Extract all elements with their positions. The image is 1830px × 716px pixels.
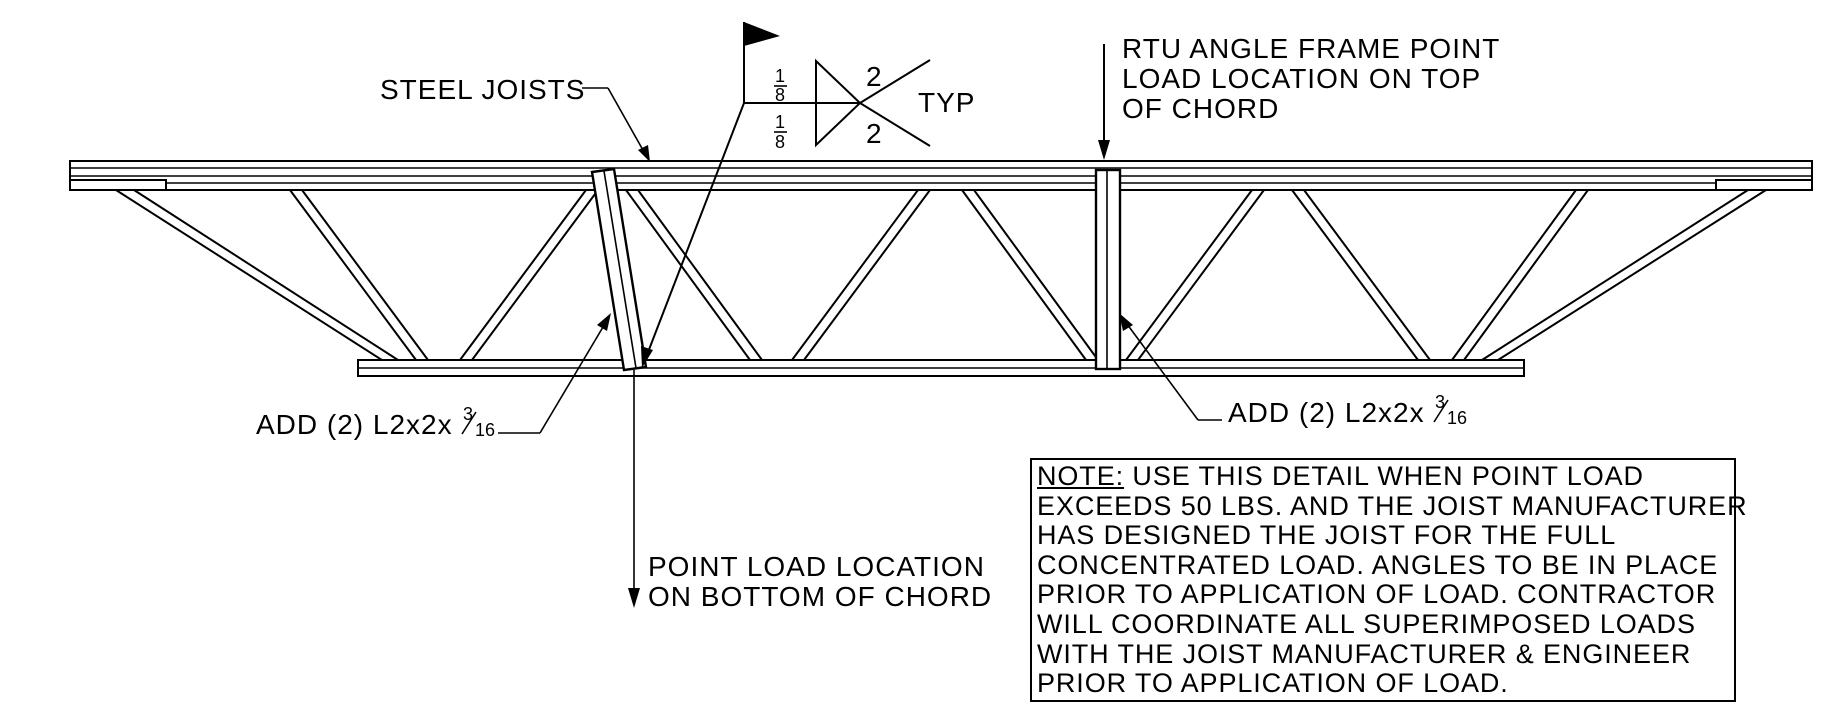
note-line-7: WITH THE JOIST MANUFACTURER & ENGINEER bbox=[1037, 638, 1692, 669]
weld-size-bottom-num: 1 bbox=[775, 112, 785, 132]
weld-size-top-den: 8 bbox=[775, 85, 785, 105]
angle-right-frac-den: 16 bbox=[1447, 408, 1467, 428]
top-chord bbox=[69, 160, 1813, 191]
down-arrow-icon bbox=[1098, 140, 1110, 160]
steel-joists-leader bbox=[582, 87, 650, 162]
steel-joists-label: STEEL JOISTS bbox=[380, 74, 585, 105]
weld-symbol bbox=[641, 22, 931, 368]
angle-right-label: ADD (2) L2x2x bbox=[1228, 397, 1425, 428]
weld-size-bottom-den: 8 bbox=[775, 132, 785, 152]
added-angle-left bbox=[590, 167, 648, 372]
rtu-load-arrow bbox=[1098, 44, 1110, 160]
note-line-1-text: USE THIS DETAIL WHEN POINT LOAD bbox=[1124, 461, 1644, 491]
note-line-1: NOTE: USE THIS DETAIL WHEN POINT LOAD bbox=[1037, 461, 1734, 492]
rtu-label-line1: RTU ANGLE FRAME POINT bbox=[1122, 33, 1500, 64]
bottom-load-line1: POINT LOAD LOCATION bbox=[648, 551, 985, 582]
weld-size-top-num: 1 bbox=[775, 66, 785, 86]
bearing-seat-right bbox=[1715, 179, 1813, 191]
note-line-4: CONCENTRATED LOAD. ANGLES TO BE IN PLACE bbox=[1037, 549, 1719, 580]
angle-left-frac-den: 16 bbox=[475, 420, 495, 440]
rtu-label-line2: LOAD LOCATION ON TOP bbox=[1122, 63, 1481, 94]
note-line-6: WILL COORDINATE ALL SUPERIMPOSED LOADS bbox=[1037, 608, 1696, 639]
note-line-8: PRIOR TO APPLICATION OF LOAD. bbox=[1037, 668, 1509, 699]
field-weld-flag-icon bbox=[744, 22, 780, 46]
angle-right-frac-num: 3 bbox=[1435, 392, 1445, 412]
angle-left-label: ADD (2) L2x2x bbox=[256, 409, 453, 440]
weld-length-top: 2 bbox=[866, 61, 883, 92]
leader-arrowhead-icon bbox=[641, 346, 653, 368]
angle-left-leader bbox=[498, 313, 611, 434]
note-line-3: HAS DESIGNED THE JOIST FOR THE FULL bbox=[1037, 520, 1617, 551]
note-box: NOTE: USE THIS DETAIL WHEN POINT LOAD EX… bbox=[1030, 458, 1748, 702]
weld-typ-label: TYP bbox=[918, 87, 975, 118]
down-arrow-icon bbox=[628, 588, 640, 608]
angle-right-leader bbox=[1119, 313, 1222, 421]
weld-length-bottom: 2 bbox=[866, 118, 883, 149]
note-line-5: PRIOR TO APPLICATION OF LOAD. CONTRACTOR bbox=[1037, 579, 1717, 610]
bottom-chord bbox=[357, 359, 1525, 377]
note-line-2: EXCEEDS 50 LBS. AND THE JOIST MANUFACTUR… bbox=[1037, 490, 1748, 521]
fillet-weld-icon bbox=[815, 58, 862, 148]
angle-left-frac-num: 3 bbox=[463, 404, 473, 424]
bearing-seat-left bbox=[69, 179, 167, 191]
web-members bbox=[115, 189, 1767, 361]
bottom-load-line2: ON BOTTOM OF CHORD bbox=[648, 581, 992, 612]
bottom-load-arrow bbox=[628, 370, 640, 608]
note-heading: NOTE: bbox=[1037, 461, 1125, 491]
added-angle-right bbox=[1094, 168, 1122, 371]
rtu-label-line3: OF CHORD bbox=[1122, 93, 1279, 124]
